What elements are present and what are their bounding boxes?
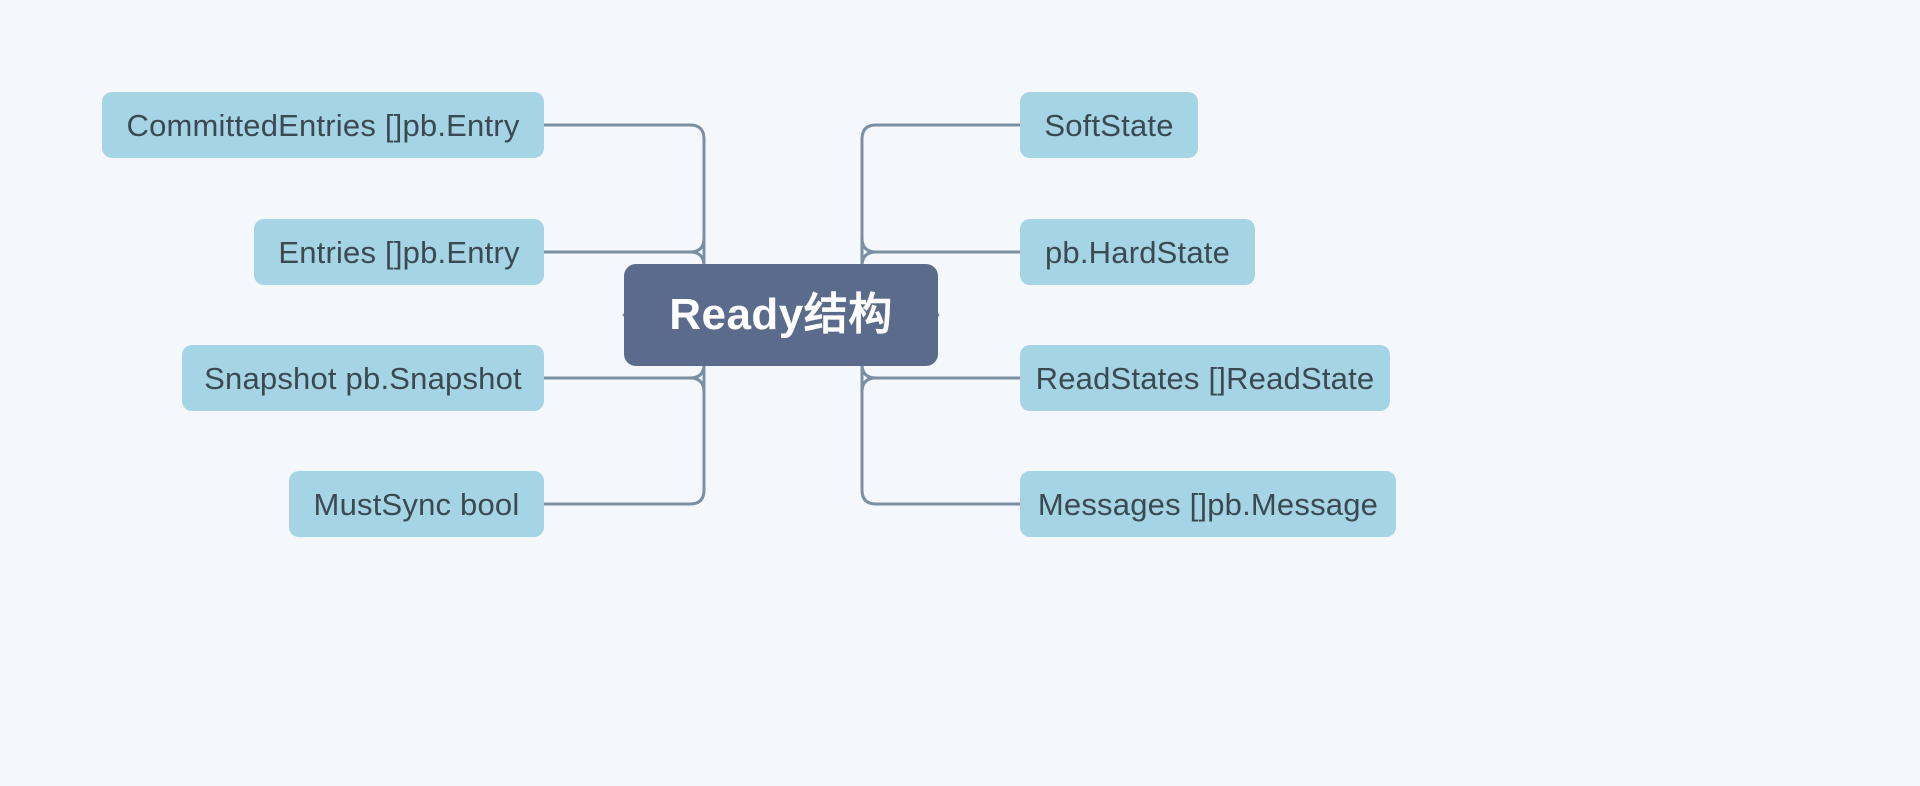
connector-line [542,362,706,380]
node-label: MustSync bool [313,486,520,522]
node-must-sync[interactable]: MustSync bool [289,471,544,537]
node-label: Entries []pb.Entry [278,234,520,270]
connector-line [860,376,878,394]
connector-line [860,123,1022,141]
node-label: ReadStates []ReadState [1035,360,1375,396]
node-label: pb.HardState [1044,234,1231,270]
connector-line [542,488,706,506]
node-messages[interactable]: Messages []pb.Message [1020,471,1396,537]
connector-line [860,488,1022,506]
center-node-label: Ready结构 [669,290,893,339]
connector-line [860,362,1022,380]
node-label: CommittedEntries []pb.Entry [126,107,520,143]
connector-line [542,236,706,254]
node-entries[interactable]: Entries []pb.Entry [254,219,544,285]
node-read-states[interactable]: ReadStates []ReadState [1020,345,1390,411]
node-soft-state[interactable]: SoftState [1020,92,1198,158]
node-label: Snapshot pb.Snapshot [204,360,522,396]
connector-line [688,376,706,394]
node-label: SoftState [1044,107,1174,143]
node-hard-state[interactable]: pb.HardState [1020,219,1255,285]
connector-line [860,236,1022,254]
connector-line [542,123,706,141]
node-label: Messages []pb.Message [1037,486,1379,522]
center-node-ready[interactable]: Ready结构 [624,264,938,366]
node-committed-entries[interactable]: CommittedEntries []pb.Entry [102,92,544,158]
node-snapshot[interactable]: Snapshot pb.Snapshot [182,345,544,411]
